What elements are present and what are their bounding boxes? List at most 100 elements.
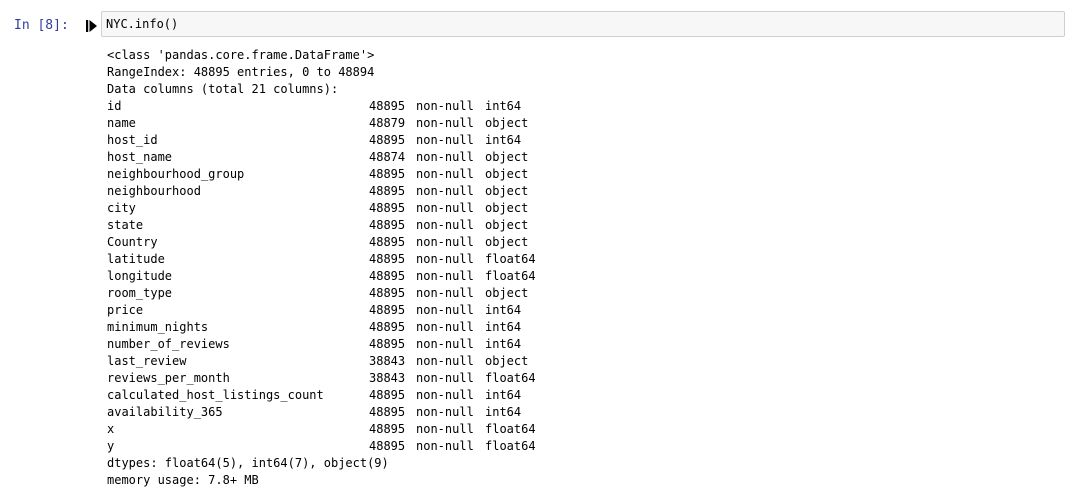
column-dtype: int64 [485,388,522,402]
column-name: number_of_reviews [107,337,230,351]
non-null-count: 48895 [369,388,406,402]
null-label: non-null [416,150,474,164]
column-dtype: object [485,235,529,249]
null-label: non-null [416,286,474,300]
null-label: non-null [416,133,474,147]
non-null-count: 48895 [369,218,406,232]
null-label: non-null [416,337,474,351]
column-name: x [107,422,115,436]
column-dtype: object [485,201,529,215]
code-text[interactable]: NYC.info() [106,17,179,31]
column-name: host_name [107,150,173,164]
non-null-count: 48895 [369,133,406,147]
null-label: non-null [416,405,474,419]
run-cell-icon[interactable] [85,18,99,34]
column-row: city 48895 non-null object [107,200,1057,217]
null-label: non-null [416,252,474,266]
non-null-count: 48895 [369,439,406,453]
non-null-count: 48895 [369,337,406,351]
output-header-line: RangeIndex: 48895 entries, 0 to 48894 [107,65,375,79]
column-dtype: float64 [485,422,536,436]
null-label: non-null [416,201,474,215]
non-null-count: 48895 [369,269,406,283]
column-dtype: object [485,354,529,368]
output-footer-line: dtypes: float64(5), int64(7), object(9) [107,456,389,470]
column-dtype: object [485,150,529,164]
non-null-count: 48874 [369,150,406,164]
non-null-count: 48895 [369,252,406,266]
input-prompt: In [8]: [14,18,69,33]
cell-output: <class 'pandas.core.frame.DataFrame'> Ran… [107,47,1057,489]
column-dtype: int64 [485,303,522,317]
non-null-count: 48895 [369,405,406,419]
column-row: host_name 48874 non-null object [107,149,1057,166]
column-dtype: object [485,116,529,130]
output-header-line: Data columns (total 21 columns): [107,82,339,96]
non-null-count: 48895 [369,99,406,113]
null-label: non-null [416,235,474,249]
null-label: non-null [416,320,474,334]
null-label: non-null [416,439,474,453]
non-null-count: 48895 [369,201,406,215]
column-dtype: float64 [485,252,536,266]
column-row: latitude 48895 non-null float64 [107,251,1057,268]
non-null-count: 48895 [369,286,406,300]
column-name: latitude [107,252,165,266]
output-header: <class 'pandas.core.frame.DataFrame'> Ran… [107,47,1057,98]
column-name: state [107,218,144,232]
non-null-count: 48895 [369,320,406,334]
output-header-line: <class 'pandas.core.frame.DataFrame'> [107,48,375,62]
null-label: non-null [416,422,474,436]
column-name: reviews_per_month [107,371,230,385]
column-dtype: int64 [485,99,522,113]
code-input-area[interactable]: NYC.info() [101,11,1065,37]
null-label: non-null [416,218,474,232]
column-name: calculated_host_listings_count [107,388,324,402]
column-name: name [107,116,136,130]
column-row: host_id 48895 non-null int64 [107,132,1057,149]
column-dtype: object [485,167,529,181]
column-name: availability_365 [107,405,223,419]
non-null-count: 38843 [369,354,406,368]
null-label: non-null [416,371,474,385]
output-footer: dtypes: float64(5), int64(7), object(9)m… [107,455,1057,489]
null-label: non-null [416,167,474,181]
column-dtype: int64 [485,133,522,147]
null-label: non-null [416,269,474,283]
column-dtype: int64 [485,320,522,334]
column-name: id [107,99,122,113]
non-null-count: 38843 [369,371,406,385]
column-name: city [107,201,136,215]
non-null-count: 48895 [369,235,406,249]
column-name: host_id [107,133,158,147]
non-null-count: 48895 [369,184,406,198]
null-label: non-null [416,303,474,317]
column-list: id 48895 non-null int64 name 48879 non-null obj… [107,98,1057,455]
non-null-count: 48879 [369,116,406,130]
column-dtype: int64 [485,405,522,419]
non-null-count: 48895 [369,167,406,181]
column-name: room_type [107,286,173,300]
column-dtype: float64 [485,269,536,283]
column-row: minimum_nights 48895 non-null int64 [107,319,1057,336]
column-name: neighbourhood [107,184,201,198]
column-dtype: object [485,184,529,198]
column-name: minimum_nights [107,320,209,334]
column-name: price [107,303,144,317]
column-name: last_review [107,354,187,368]
